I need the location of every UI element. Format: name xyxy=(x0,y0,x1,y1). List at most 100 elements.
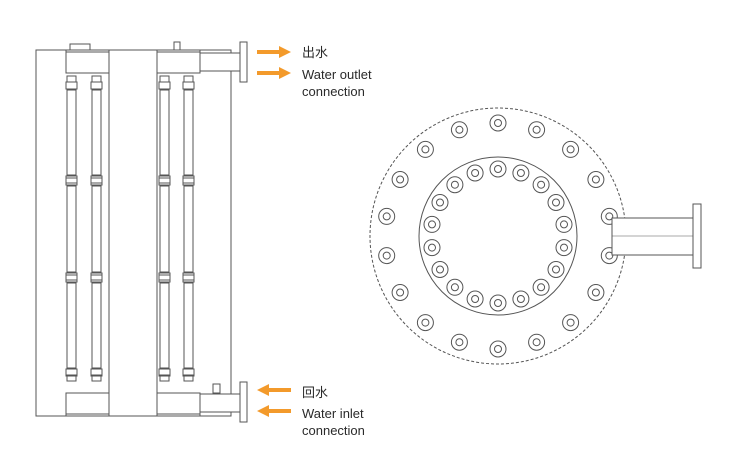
bolt-hole-center xyxy=(436,198,444,207)
heating-tube xyxy=(66,185,77,273)
clamp xyxy=(65,272,78,281)
clamp xyxy=(90,272,103,281)
nut xyxy=(66,374,77,382)
bolt-hole xyxy=(450,121,468,139)
bolt-hole xyxy=(416,314,434,332)
bolt-hole xyxy=(489,160,507,178)
bolt-hole-center xyxy=(552,198,560,207)
bolt-hole xyxy=(431,194,449,211)
bolt-hole-center xyxy=(605,212,614,221)
bolt-hole xyxy=(528,333,546,351)
bolt-hole xyxy=(431,261,449,278)
bolt-hole xyxy=(466,290,484,308)
clamp xyxy=(182,81,195,90)
clamp xyxy=(182,177,195,186)
clamp xyxy=(182,274,195,283)
heating-tube xyxy=(66,282,77,369)
bolt-hole-center xyxy=(450,283,459,292)
clamp xyxy=(182,368,195,377)
clamp xyxy=(90,368,103,377)
clamp xyxy=(65,177,78,186)
bolt-hole-center xyxy=(560,220,568,229)
bolt-hole xyxy=(378,247,396,265)
clamp xyxy=(158,175,171,184)
bolt-hole xyxy=(547,261,565,278)
clamp xyxy=(158,272,171,281)
bolt-hole-center xyxy=(537,283,546,292)
bolt-hole xyxy=(446,176,464,194)
outlet-label-en-line1: Water outlet xyxy=(302,67,372,82)
clamp xyxy=(65,274,78,283)
bolt-hole xyxy=(378,207,396,225)
bolt-hole-center xyxy=(382,251,391,260)
bolt-hole xyxy=(532,176,550,194)
bolt-hole-center xyxy=(471,169,480,177)
bolt-hole-center xyxy=(382,212,391,221)
arrow-right-icon xyxy=(257,46,291,58)
nut xyxy=(159,75,170,83)
arrow-left-icon xyxy=(257,405,291,417)
inlet-label-en-line1: Water inlet xyxy=(302,406,364,421)
bolt-hole-center xyxy=(532,125,541,134)
bolt-hole xyxy=(446,278,464,296)
clamp xyxy=(90,81,103,90)
top-header-right xyxy=(156,41,201,74)
nut xyxy=(159,374,170,382)
inlet-pipe xyxy=(199,381,248,423)
outlet-label-en-line2: connection xyxy=(302,84,365,99)
arrow-left-icon xyxy=(257,384,291,396)
inlet-label-en-line2: connection xyxy=(302,423,365,438)
bolt-hole xyxy=(489,340,507,358)
heating-tube xyxy=(183,89,194,176)
nut xyxy=(91,75,102,83)
bolt-hole xyxy=(512,164,530,182)
bolt-hole xyxy=(600,247,618,265)
bolt-hole-center xyxy=(421,145,430,154)
bolt-hole xyxy=(512,290,530,308)
clamp xyxy=(182,175,195,184)
bolt-hole-center xyxy=(532,338,541,347)
clamp xyxy=(158,81,171,90)
bolt-hole-center xyxy=(428,243,436,252)
bolt-hole-center xyxy=(494,299,502,307)
top-view xyxy=(369,107,702,365)
heating-tube xyxy=(159,282,170,369)
bolt-hole-center xyxy=(421,318,430,327)
bolt-hole xyxy=(391,284,409,301)
bolt-hole-center xyxy=(605,251,614,260)
bolt-hole xyxy=(555,239,573,257)
bolt-hole xyxy=(562,140,580,158)
clamp xyxy=(158,177,171,186)
bolt-hole xyxy=(562,314,580,332)
flange-outer-circle xyxy=(369,107,627,365)
bolt-hole-center xyxy=(591,288,600,297)
heating-tube xyxy=(159,185,170,273)
clamp xyxy=(65,368,78,377)
clamp xyxy=(182,272,195,281)
bottom-header-left xyxy=(65,392,110,417)
bolt-hole-center xyxy=(450,180,459,189)
outlet-label-cn: 出水 xyxy=(302,45,329,60)
bolt-hole-center xyxy=(494,119,502,127)
bolt-hole xyxy=(423,215,441,233)
bolt-hole-center xyxy=(428,220,436,229)
nut xyxy=(91,374,102,382)
heating-tube xyxy=(91,89,102,176)
heating-tube xyxy=(91,185,102,273)
bolt-hole-center xyxy=(591,175,600,184)
vessel-shell xyxy=(35,49,232,417)
bolt-hole xyxy=(587,284,605,301)
clamp xyxy=(90,175,103,184)
outlet-pipe xyxy=(199,41,248,83)
heating-tube xyxy=(66,89,77,176)
bolt-hole-center xyxy=(494,345,502,353)
bolt-hole xyxy=(587,171,605,188)
bolt-hole xyxy=(466,164,484,182)
bolt-holes xyxy=(378,114,618,358)
side-view xyxy=(35,41,248,423)
bolt-hole-center xyxy=(552,265,560,274)
bolt-hole-center xyxy=(436,265,444,274)
bolt-hole xyxy=(555,215,573,233)
bolt-hole-center xyxy=(566,318,575,327)
inlet-label-cn: 回水 xyxy=(302,385,329,400)
